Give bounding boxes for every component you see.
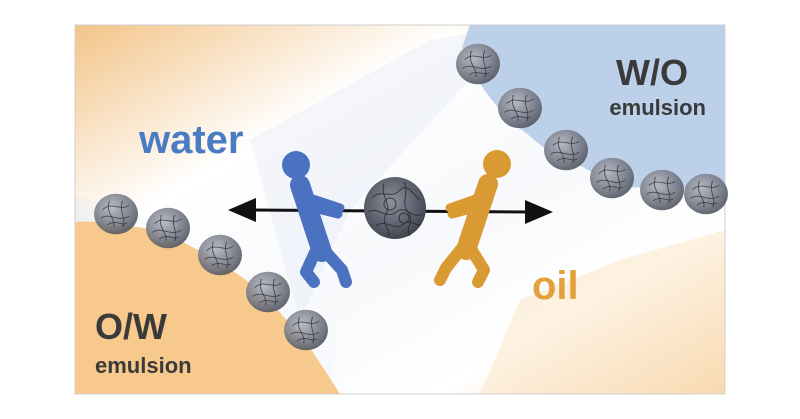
microgel-particle-icon — [456, 43, 500, 85]
microgel-particle-icon — [94, 193, 138, 235]
microgel-particle-icon — [364, 177, 426, 239]
tug-of-war — [228, 150, 553, 288]
microgel-particle-icon — [246, 271, 290, 313]
wo-region — [462, 25, 725, 198]
arrow-left-icon — [228, 198, 256, 222]
microgel-particle-icon — [284, 309, 328, 351]
ow-particle-chain — [94, 193, 328, 351]
microgel-particle-icon — [146, 207, 190, 249]
water-figure-person-pulling-icon — [282, 151, 352, 288]
frame-border — [74, 24, 726, 395]
microgel-particle-icon — [498, 87, 542, 129]
microgel-particle-icon — [590, 157, 634, 199]
water-label: water — [138, 118, 244, 162]
microgel-particle-icon — [684, 173, 728, 215]
wo-subtitle: emulsion — [609, 95, 706, 120]
ow-subtitle: emulsion — [95, 353, 192, 378]
microgel-particle-icon — [198, 234, 242, 276]
wo-title: W/O — [616, 52, 688, 93]
oil-figure-person-pulling-icon — [434, 150, 511, 288]
ow-title: O/W — [95, 306, 167, 347]
wo-particle-chain — [456, 43, 728, 215]
ow-region — [75, 221, 340, 394]
microgel-particle-icon — [544, 129, 588, 171]
oil-label: oil — [532, 264, 579, 308]
arrow-right-icon — [525, 200, 553, 224]
microgel-particle-icon — [640, 169, 684, 211]
